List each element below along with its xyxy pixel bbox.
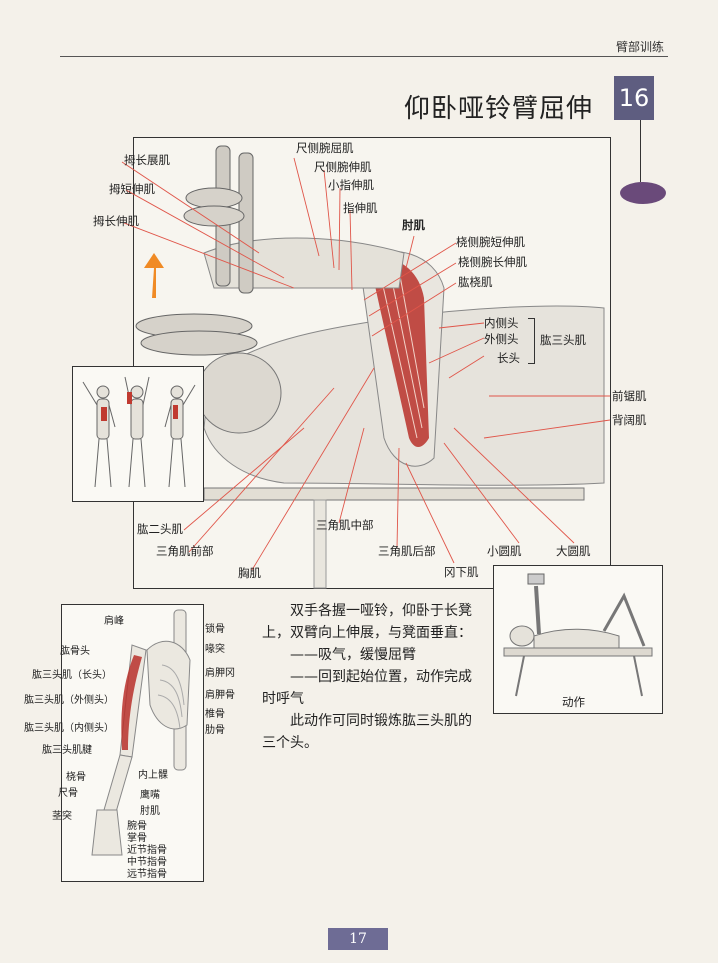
label-extensor-digitorum: 指伸肌 [343,201,378,215]
page-number: 17 [328,928,388,950]
label-anterior-deltoid: 三角肌前部 [156,544,214,558]
label-latissimus-dorsi: 背阔肌 [612,413,647,427]
label-posterior-deltoid: 三角肌后部 [378,544,436,558]
label-clavicle: 锁骨 [205,624,225,635]
bench-top [203,487,585,501]
head-shape [196,352,282,434]
standing-figures-icon [82,376,196,488]
label-ribs: 肋骨 [205,725,225,736]
label-ecrl: 桡侧腕长伸肌 [458,255,527,269]
triceps-highlight [369,257,429,447]
label-extensor-pollicis-longus: 拇长伸肌 [93,214,139,228]
label-coracoid: 喙突 [205,644,225,655]
triceps-bracket [528,318,535,364]
connector-line [640,120,641,182]
label-abductor-pollicis-longus: 拇长展肌 [124,153,170,167]
label-proximal-phalanges: 近节指骨 [127,845,167,856]
label-medial-epicondyle: 内上髁 [138,770,168,781]
arrow-up-icon [144,253,164,298]
label-carpals: 腕骨 [127,821,147,832]
label-radius: 桡骨 [66,772,86,783]
main-illustration-drawing [121,145,611,589]
label-medial-head: 内侧头 [484,316,519,330]
label-extensor-pollicis-brevis: 拇短伸肌 [109,182,155,196]
leader-lines [121,157,611,571]
action-caption: 动作 [562,695,585,709]
label-flexor-carpi-ulnaris: 尺侧腕屈肌 [296,141,354,155]
label-vertebra: 椎骨 [205,709,225,720]
label-serratus-anterior: 前锯肌 [612,389,647,403]
label-triceps-medial: 肱三头肌（内侧头） [24,723,114,734]
label-humeral-head: 肱骨头 [60,646,90,657]
anatomy-illustration [61,604,204,882]
label-lateral-head: 外侧头 [484,332,519,346]
action-inset: 动作 [493,565,663,714]
label-triceps-long: 肱三头肌（长头） [32,670,112,681]
label-olecranon: 鹰嘴 [140,790,160,801]
instruction-step-1: ——吸气，缓慢屈臂 [290,647,416,663]
label-acromion: 肩峰 [104,616,124,627]
label-pectoralis: 胸肌 [238,566,261,580]
label-middle-phalanges: 中节指骨 [127,857,167,868]
label-infraspinatus: 冈下肌 [444,565,479,579]
label-scapular-spine: 肩胛冈 [205,668,235,679]
bench-leg [313,499,327,589]
action-figure-icon [503,573,653,697]
label-styloid: 茎突 [52,811,72,822]
label-triceps-tendon: 肱三头肌腱 [42,745,92,756]
label-biceps: 肱二头肌 [137,522,183,536]
label-teres-major: 大圆肌 [556,544,591,558]
label-metacarpals: 掌骨 [127,833,147,844]
header-rule [60,56,668,57]
forearm-shape [203,237,405,289]
label-triceps-group: 肱三头肌 [540,333,586,347]
section-header: 臂部训练 [615,40,664,54]
exercise-number-badge: 16 [614,76,654,120]
instruction-step-2: ——回到起始位置，动作完成时呼气 [262,669,472,707]
label-teres-minor: 小圆肌 [487,544,522,558]
label-ecrb: 桡侧腕短伸肌 [456,235,525,249]
label-brachioradialis: 肱桡肌 [458,275,493,289]
label-ulna: 尺骨 [58,788,78,799]
instruction-setup: 双手各握一哑铃，仰卧于长凳上，双臂向上伸展，与凳面垂直： [262,603,472,641]
label-extensor-carpi-ulnaris: 尺侧腕伸肌 [314,160,372,174]
skeleton-arm-drawing [91,609,191,856]
figure-inset [72,366,204,502]
label-long-head: 长头 [497,351,520,365]
label-extensor-digiti-minimi: 小指伸肌 [328,178,374,192]
page-title: 仰卧哑铃臂屈伸 [404,94,594,124]
label-middle-deltoid: 三角肌中部 [316,518,374,532]
label-anconeus: 肘肌 [402,218,425,232]
decorative-oval [620,182,666,204]
instruction-text: 双手各握一哑铃，仰卧于长凳上，双臂向上伸展，与凳面垂直： ——吸气，缓慢屈臂 —… [262,600,480,754]
label-anconeus-small: 肘肌 [140,806,160,817]
label-triceps-lateral: 肱三头肌（外侧头） [24,695,114,706]
label-scapula: 肩胛骨 [205,690,235,701]
instruction-note: 此动作可同时锻炼肱三头肌的三个头。 [262,713,472,751]
label-distal-phalanges: 远节指骨 [127,869,167,880]
